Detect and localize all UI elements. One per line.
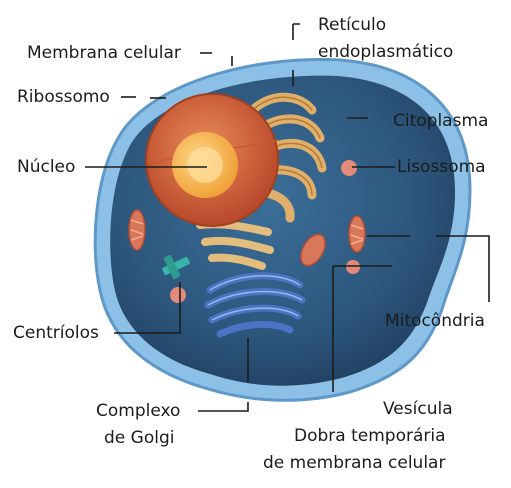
lysosome-shape — [341, 160, 357, 176]
label-citoplasma: Citoplasma — [393, 111, 489, 131]
mitochondria-shape — [128, 209, 366, 267]
label-centriolos: Centríolos — [13, 323, 99, 343]
label-nucleo: Núcleo — [17, 157, 76, 177]
centriole-shape — [162, 255, 190, 279]
label-golgi-2: de Golgi — [104, 428, 175, 448]
label-vesicula: Vesícula — [383, 399, 453, 419]
leader-lines — [85, 23, 490, 412]
label-mitocondria: Mitocôndria — [385, 311, 485, 331]
label-reticulo-2: endoplasmático — [318, 42, 454, 62]
vesicle-shape — [346, 260, 360, 274]
label-ribossomo: Ribossomo — [17, 87, 110, 107]
label-dobra-1: Dobra temporária — [294, 426, 446, 446]
label-lisossoma: Lisossoma — [397, 157, 486, 177]
label-golgi-1: Complexo — [96, 401, 181, 421]
label-reticulo-1: Retículo — [318, 15, 387, 35]
label-dobra-2: de membrana celular — [263, 453, 446, 473]
label-membrana-celular: Membrana celular — [27, 43, 181, 63]
